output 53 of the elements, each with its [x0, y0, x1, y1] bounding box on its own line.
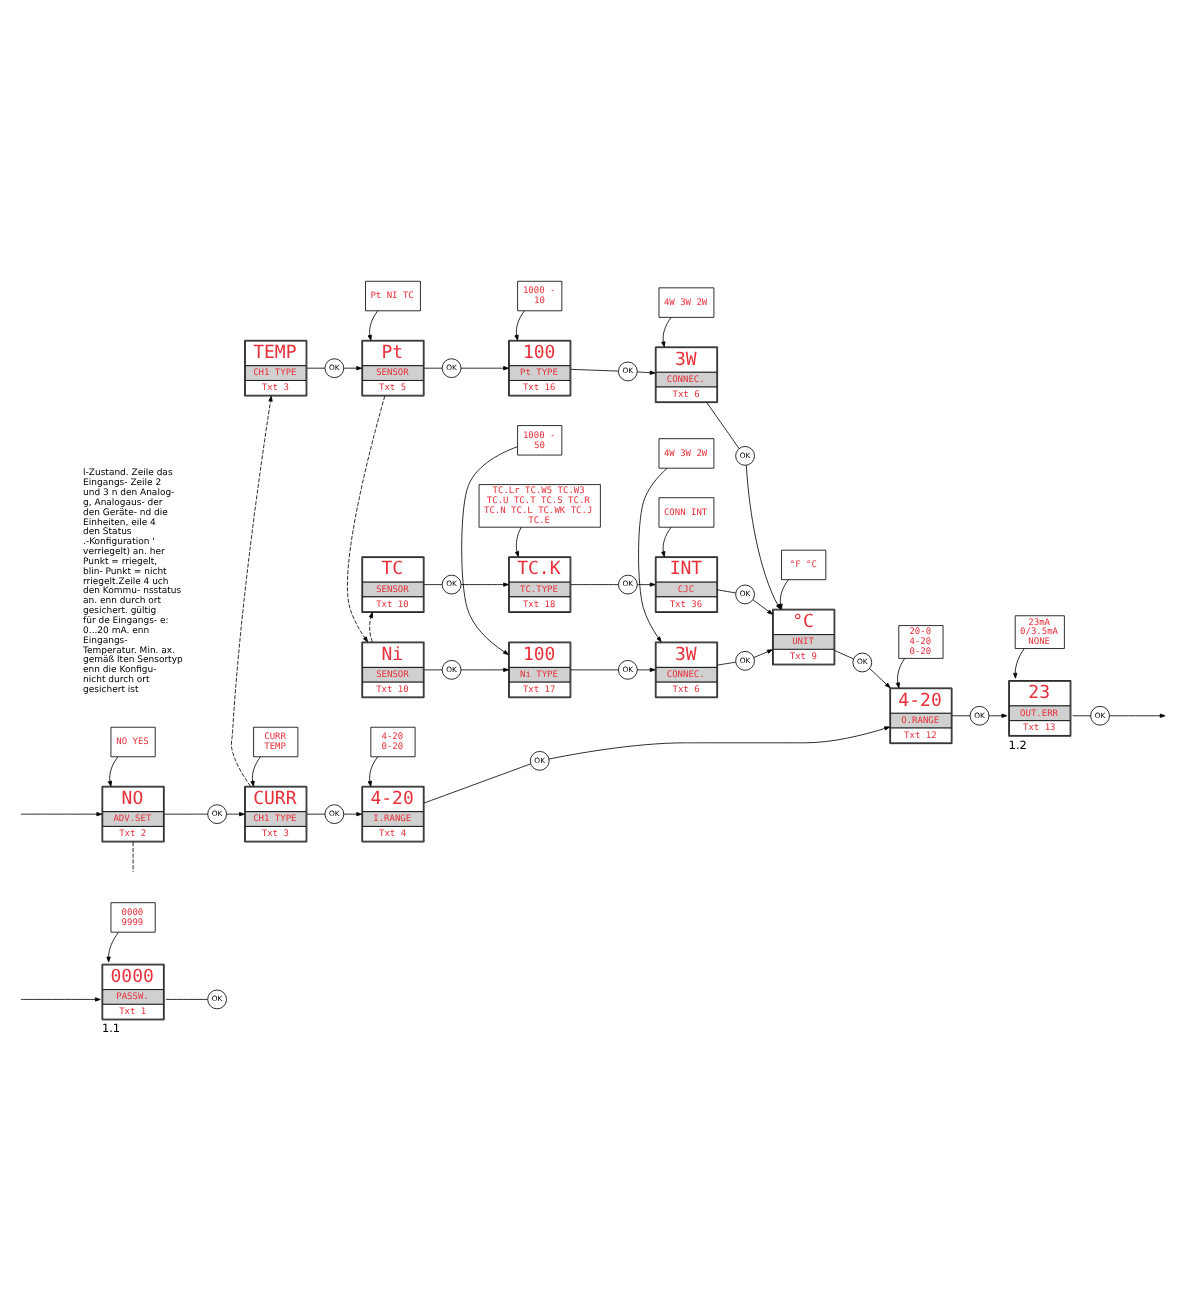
- arrow: [745, 463, 781, 609]
- arrow: [226, 811, 245, 816]
- connector: [570, 668, 619, 670]
- arrow: [367, 755, 379, 786]
- arrow: [460, 365, 509, 370]
- connector: [306, 366, 326, 368]
- arrow: [250, 755, 261, 786]
- arrow: [869, 667, 891, 688]
- arrow: [636, 369, 656, 374]
- arrow: [20, 996, 101, 1001]
- connector: [165, 998, 208, 999]
- connector: [570, 583, 619, 584]
- arrow: [1109, 712, 1166, 717]
- arrow: [107, 755, 119, 786]
- connector: [423, 583, 443, 584]
- arrow: [460, 581, 509, 586]
- arrow: [514, 309, 525, 340]
- arrow: [460, 666, 509, 671]
- arrow: [1013, 647, 1025, 678]
- arrow: [514, 525, 522, 557]
- connector: [1072, 714, 1091, 716]
- arrow: [661, 525, 672, 557]
- connector: [163, 812, 208, 814]
- arrow: [548, 725, 891, 759]
- connector: [706, 401, 740, 448]
- arrow: [988, 712, 1008, 717]
- arrow: [368, 611, 373, 642]
- arrow: [895, 657, 906, 688]
- arrow: [106, 931, 119, 962]
- connector: [423, 762, 531, 803]
- connector: [132, 840, 134, 872]
- connector: [423, 366, 443, 368]
- arrow: [367, 309, 379, 340]
- arrow: [661, 316, 672, 347]
- arrow: [636, 581, 656, 586]
- arrow: [343, 811, 362, 816]
- connector: [423, 668, 443, 670]
- arrow: [343, 365, 362, 370]
- connector: [306, 812, 326, 814]
- connector: [951, 714, 971, 716]
- arrow: [638, 466, 668, 642]
- arrow: [753, 648, 773, 657]
- arrow: [636, 666, 656, 671]
- connector: [717, 660, 737, 665]
- connector: [570, 367, 619, 371]
- arrow: [752, 598, 773, 614]
- arrow: [461, 445, 518, 654]
- connector: [834, 649, 854, 659]
- arrow: [231, 394, 273, 786]
- arrow: [347, 394, 386, 642]
- connector: [717, 588, 737, 593]
- arrow: [20, 811, 103, 816]
- arrow: [778, 578, 789, 609]
